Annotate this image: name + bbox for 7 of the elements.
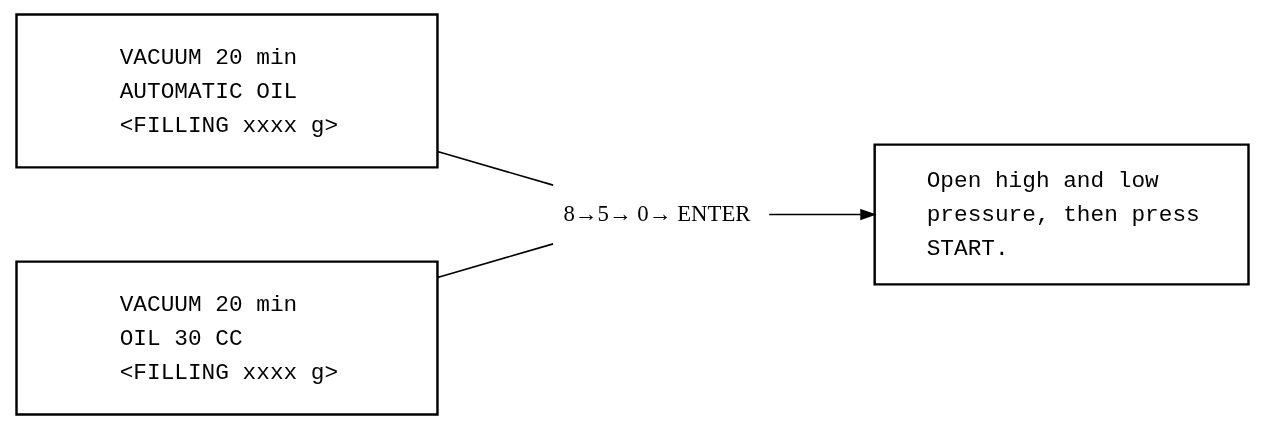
connector xyxy=(436,243,554,279)
arrow xyxy=(767,208,877,221)
connector xyxy=(436,150,554,186)
node-text: 8→5→ 0→ ENTER xyxy=(562,201,750,227)
node-box: VACUUM 20 min OIL 30 CC <FILLING xxxx g> xyxy=(14,260,439,416)
node-box: VACUUM 20 min AUTOMATIC OIL <FILLING xxxx g> xyxy=(14,13,439,169)
node-box: Open high and low pressure, then press START. xyxy=(872,143,1250,286)
